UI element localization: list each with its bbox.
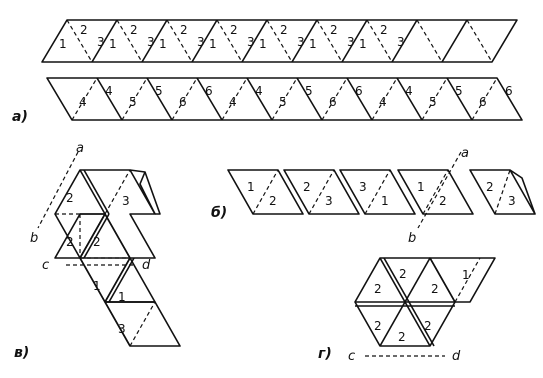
line-letter-a: a	[461, 146, 469, 161]
panel-v-num: 1	[93, 279, 101, 293]
strip-2-number: 6	[355, 84, 363, 98]
panel-g-num: 2	[424, 319, 432, 333]
strip-1-number: 1	[59, 37, 67, 51]
panel-label-v: в)	[14, 345, 29, 361]
strip-1-number: 1	[209, 37, 217, 51]
strip-1-number: 2	[280, 23, 288, 37]
strip-2-numbers: 4 4 5 5 6 6 4 4 5 5 6 6 4 4 5 5 6 6	[79, 84, 513, 109]
panel-b-num: 2	[303, 180, 311, 194]
strip-2-number: 4	[405, 84, 413, 98]
panel-g-numbers: 2 2 2 1 2 2 2	[374, 267, 470, 344]
strip-1-number: 2	[80, 23, 88, 37]
hexagon-g	[354, 257, 496, 357]
strip-2-number: 5	[279, 95, 287, 109]
panel-b-num: 3	[359, 180, 367, 194]
strip-1-number: 3	[347, 35, 355, 49]
line-letter-d: d	[452, 349, 461, 364]
strip-1-number: 2	[230, 23, 238, 37]
strip-1-number: 1	[109, 37, 117, 51]
strip-2-number: 4	[229, 95, 237, 109]
strip-2-number: 6	[329, 95, 337, 109]
panel-v-letters: a b c d	[30, 141, 151, 273]
strip-2-number: 5	[429, 95, 437, 109]
strip-2-number: 4	[379, 95, 387, 109]
panel-label-a: а)	[12, 109, 28, 125]
strip-2-number: 5	[305, 84, 313, 98]
panel-b-num: 3	[508, 194, 516, 208]
strip-1-number: 2	[180, 23, 188, 37]
strip-2-number: 4	[105, 84, 113, 98]
panel-v-num: 3	[118, 322, 126, 336]
strip-1-number: 1	[259, 37, 267, 51]
panel-b-num: 2	[486, 180, 494, 194]
panel-g-num: 1	[462, 268, 470, 282]
strip-2	[46, 77, 523, 121]
panel-label-b: б)	[211, 205, 227, 221]
panel-g-num: 2	[398, 330, 406, 344]
line-letter-d: d	[142, 258, 151, 273]
panel-b-num: 1	[247, 180, 255, 194]
panel-b-num: 3	[325, 194, 333, 208]
panel-b-num: 1	[381, 194, 389, 208]
strip-1-number: 1	[159, 37, 167, 51]
panel-labels: а) б) в) г)	[12, 109, 332, 362]
panel-b-letters: a b	[408, 146, 469, 246]
strip-2-number: 6	[479, 95, 487, 109]
panel-v-numbers: 2 3 2 2 1 1 3	[66, 191, 130, 336]
panel-b-num: 1	[417, 180, 425, 194]
strip-1-number: 3	[147, 35, 155, 49]
strip-1-number: 2	[330, 23, 338, 37]
folded-strip-v	[37, 151, 181, 347]
strip-2-number: 5	[155, 84, 163, 98]
panel-g-num: 2	[374, 282, 382, 296]
strip-1-number: 3	[297, 35, 305, 49]
rhombus-row-b	[227, 151, 536, 229]
strip-2-number: 5	[455, 84, 463, 98]
strip-2-number: 6	[179, 95, 187, 109]
line-letter-c: c	[42, 258, 49, 273]
line-letter-a: a	[76, 141, 84, 156]
panel-v-num: 2	[66, 191, 74, 205]
panel-v-num: 1	[118, 290, 126, 304]
line-letter-b: b	[30, 231, 38, 246]
panel-g-num: 2	[374, 319, 382, 333]
panel-v-num: 2	[66, 235, 74, 249]
strip-1-number: 2	[380, 23, 388, 37]
strip-1-number: 3	[247, 35, 255, 49]
panel-b-numbers: 1 2 2 3 3 1 1 2 2 3	[247, 180, 516, 208]
strip-2-number: 6	[505, 84, 513, 98]
panel-v-num: 2	[93, 235, 101, 249]
panel-b-num: 2	[269, 194, 277, 208]
strip-1-number: 3	[97, 35, 105, 49]
strip-1-number: 1	[309, 37, 317, 51]
strip-2-number: 6	[205, 84, 213, 98]
strip-1-number: 1	[359, 37, 367, 51]
panel-label-g: г)	[318, 346, 332, 362]
strip-1-number: 2	[130, 23, 138, 37]
strip-2-number: 5	[129, 95, 137, 109]
strip-2-number: 4	[79, 95, 87, 109]
strip-1	[41, 19, 518, 63]
strip-1-number: 3	[197, 35, 205, 49]
panel-g-num: 2	[399, 267, 407, 281]
strip-2-number: 4	[255, 84, 263, 98]
panel-b-num: 2	[439, 194, 447, 208]
strip-1-number: 3	[397, 35, 405, 49]
panel-g-num: 2	[431, 282, 439, 296]
line-letter-b: b	[408, 231, 416, 246]
line-letter-c: c	[348, 349, 355, 364]
panel-v-num: 3	[122, 194, 130, 208]
panel-g-letters: c d	[348, 349, 461, 364]
